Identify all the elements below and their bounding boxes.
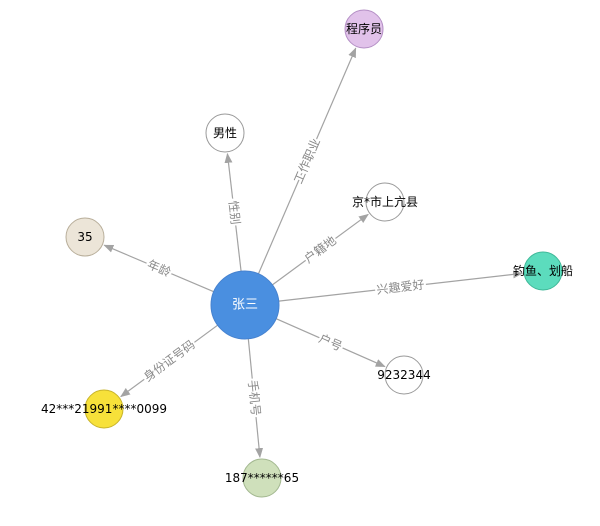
node-circle-hobby[interactable] [523, 251, 563, 291]
node-phone[interactable]: 187******65 [225, 458, 299, 498]
edge-line-hometown [272, 213, 369, 286]
edge-label-hobby: 兴趣爱好 [376, 277, 425, 297]
edge-label-hometown: 户籍地 [301, 233, 339, 266]
edge-line-phone [247, 338, 264, 459]
edge-gender: 性别 [224, 152, 245, 272]
node-circle-age[interactable] [65, 217, 105, 257]
edge-label-gender: 性别 [226, 200, 243, 225]
node-label-idcard: 42***21991****0099 [41, 402, 167, 416]
node-hobby[interactable]: 钓鱼、划船 [513, 251, 573, 291]
node-occupation[interactable]: 程序员 [344, 9, 384, 49]
node-hometown[interactable]: 京*市上亢县 [352, 182, 418, 222]
edge-line-hobby [278, 270, 524, 302]
node-gender[interactable]: 男性 [205, 113, 245, 153]
node-circle-phone[interactable] [242, 458, 282, 498]
edge-label-household: 户号 [317, 330, 345, 353]
node-idcard[interactable]: 42***21991****0099 [41, 389, 167, 429]
node-circle-idcard[interactable] [84, 389, 124, 429]
node-household[interactable]: 9232344 [377, 355, 431, 395]
edge-occupation: 工作职业 [257, 47, 357, 275]
node-circle-occupation[interactable] [344, 9, 384, 49]
node-label-occupation: 程序员 [346, 21, 382, 36]
node-label-phone: 187******65 [225, 471, 299, 485]
edge-household: 户号 [275, 318, 386, 368]
edge-line-age [103, 244, 214, 293]
edge-age: 年龄 [103, 244, 214, 293]
node-label-age: 35 [77, 230, 92, 244]
node-circle-center[interactable] [210, 270, 280, 340]
edge-label-age: 年龄 [145, 257, 173, 279]
edge-line-gender [224, 152, 242, 272]
edge-label-occupation: 工作职业 [291, 136, 323, 186]
node-age[interactable]: 35 [65, 217, 105, 257]
edge-hobby: 兴趣爱好 [278, 270, 524, 302]
node-label-hometown: 京*市上亢县 [352, 194, 418, 209]
edge-hometown: 户籍地 [272, 213, 369, 286]
node-label-center: 张三 [232, 298, 258, 313]
edge-label-phone: 手机号 [245, 379, 262, 416]
node-label-gender: 男性 [213, 126, 237, 140]
node-label-hobby: 钓鱼、划船 [513, 264, 573, 278]
node-label-household: 9232344 [377, 368, 430, 382]
node-circle-household[interactable] [384, 355, 424, 395]
edge-line-idcard [120, 324, 218, 398]
node-circle-gender[interactable] [205, 113, 245, 153]
node-circle-hometown[interactable] [365, 182, 405, 222]
edge-line-household [275, 318, 386, 368]
node-center[interactable]: 张三 [210, 270, 280, 340]
edge-idcard: 身份证号码 [120, 324, 218, 398]
edge-line-occupation [257, 47, 357, 275]
edge-phone: 手机号 [243, 338, 265, 459]
edge-label-idcard: 身份证号码 [140, 337, 197, 385]
